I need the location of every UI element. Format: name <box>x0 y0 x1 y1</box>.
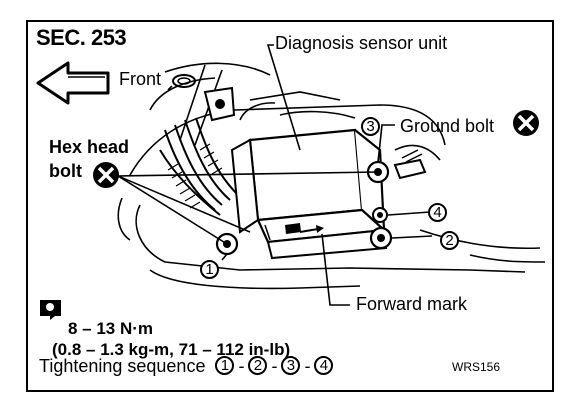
hex-head-bolt-label-line2: bolt <box>49 161 82 181</box>
callout-2: 2 <box>440 231 459 250</box>
forward-mark-label: Forward mark <box>356 294 468 314</box>
sequence-step-3: 3 <box>281 356 301 375</box>
ground-bolt-x-icon <box>513 110 539 136</box>
callout-4: 4 <box>428 203 447 222</box>
figure-code: WRS156 <box>452 360 501 374</box>
torque-wrench-icon <box>40 300 61 320</box>
sequence-separator: - <box>238 355 245 376</box>
bracket <box>203 86 236 122</box>
tightening-sequence-label: Tightening sequence <box>39 355 206 376</box>
ground-bolt-label: Ground bolt <box>400 116 495 136</box>
hex-head-bolt-label-line1: Hex head <box>49 137 130 157</box>
section-label: SEC. 253 <box>36 25 127 50</box>
diagnosis-sensor-unit <box>230 128 427 260</box>
sequence-separator: - <box>271 355 278 376</box>
front-label: Front <box>119 69 162 89</box>
torque-conversions: (0.8 – 1.3 kg-m, 71 – 112 in-lb) <box>52 340 291 359</box>
harness-pipes <box>159 117 239 216</box>
sequence-separator: - <box>304 355 311 376</box>
hex-head-bolt-x-icon <box>93 162 119 188</box>
leader-lines <box>117 44 433 306</box>
figure-frame <box>26 20 554 392</box>
bolt-2 <box>369 226 393 250</box>
bolt-4 <box>372 207 388 223</box>
sequence-step-4: 4 <box>314 356 334 375</box>
sequence-step-2: 2 <box>248 356 268 375</box>
sequence-step-1: 1 <box>215 356 235 375</box>
diagnosis-sensor-unit-label: Diagnosis sensor unit <box>275 33 448 53</box>
torque-spec: 8 – 13 N·m <box>68 319 154 338</box>
callout-1: 1 <box>200 260 219 279</box>
front-arrow-icon <box>36 61 110 105</box>
callout-3: 3 <box>361 117 380 136</box>
tightening-sequence: Tightening sequence 1 - 2 - 3 - 4 <box>39 355 334 376</box>
